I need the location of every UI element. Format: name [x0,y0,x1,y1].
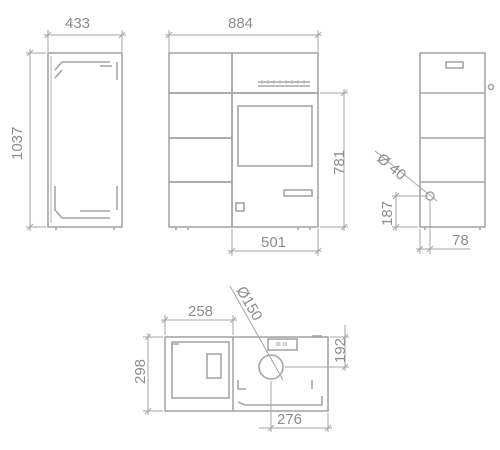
side-view: 433 1037 [9,15,126,231]
front-panel [168,92,233,139]
dim-flue-diameter: Ø 40 [373,150,409,184]
front-panel [168,181,233,228]
dim-top-width: 258 [188,303,213,320]
top-view: Ø150 258 298 192 276 [132,284,349,432]
dim-front-width: 884 [228,15,253,32]
corner-mark [171,343,179,351]
side-vent-top [54,61,110,79]
top-control [267,338,298,351]
dim-top-flue-width: 276 [277,411,302,428]
door-lock [235,202,245,212]
top-grille [258,80,310,87]
back-body [419,52,486,228]
top-left-panel [171,341,230,399]
back-view: Ø 40 187 78 [373,52,495,254]
dim-side-depth: 433 [65,15,90,32]
front-view: 884 781 501 [165,15,348,256]
side-body [47,52,123,228]
dim-front-door-height: 781 [331,150,348,175]
stove-door [231,92,319,228]
corner-mark [237,396,323,406]
top-hopper [206,353,222,379]
dim-flue-height: 187 [379,201,396,226]
front-panel [168,137,233,183]
front-top-panel [231,52,319,94]
top-body [164,336,329,412]
dim-top-flue-offset: 192 [332,338,349,363]
corner-mark [237,380,246,390]
side-vent-bottom [54,186,110,219]
front-panel [168,52,233,94]
dim-side-height: 1037 [9,127,26,160]
dim-flue-offset: 78 [452,232,469,249]
back-top-slot [445,61,464,69]
dim-front-door-width: 501 [261,234,286,251]
dim-top-depth: 298 [132,359,149,384]
dim-top-flue-diameter: Ø150 [233,284,266,324]
door-glass [237,105,313,167]
flue-pipe [258,354,284,380]
ash-drawer-handle [283,189,313,197]
